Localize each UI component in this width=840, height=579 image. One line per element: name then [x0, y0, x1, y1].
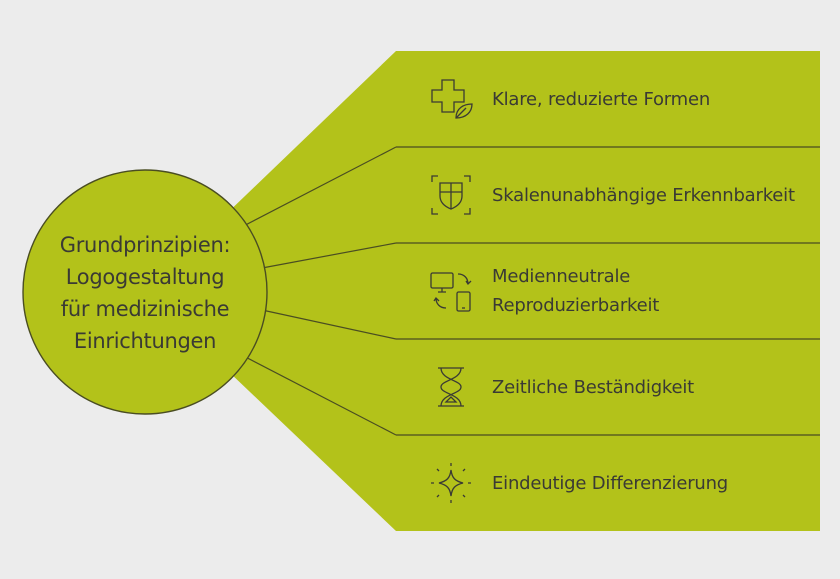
center-title: Grundprinzipien: Logogestaltung für medi… [59, 233, 231, 353]
list-item-bestaendigkeit: Zeitliche Beständigkeit [428, 339, 820, 435]
item-label: Zeitliche Beständigkeit [492, 376, 695, 398]
fan-panel [145, 51, 820, 531]
list-item-medienneutral: Medienneutrale Reproduzierbarkeit [428, 243, 820, 339]
separator-lines [396, 146, 820, 436]
center-circle [22, 169, 268, 415]
list-item-klare-formen: Klare, reduzierte Formen [428, 51, 820, 147]
cross-leaf-icon [428, 76, 474, 122]
item-label: Skalenunabhängige Erkennbarkeit [492, 184, 795, 206]
item-label: Medienneutrale Reproduzierbarkeit [492, 266, 660, 316]
item-label: Klare, reduzierte Formen [492, 88, 711, 110]
sparkle-icon [428, 460, 474, 506]
item-label: Eindeutige Differenzierung [492, 472, 729, 494]
shield-frame-icon [428, 172, 474, 218]
hourglass-icon [428, 364, 474, 410]
devices-icon [428, 268, 474, 314]
list-item-differenzierung: Eindeutige Differenzierung [428, 435, 820, 531]
list-item-skalen: Skalenunabhängige Erkennbarkeit [428, 147, 820, 243]
connector-lines [231, 146, 397, 436]
